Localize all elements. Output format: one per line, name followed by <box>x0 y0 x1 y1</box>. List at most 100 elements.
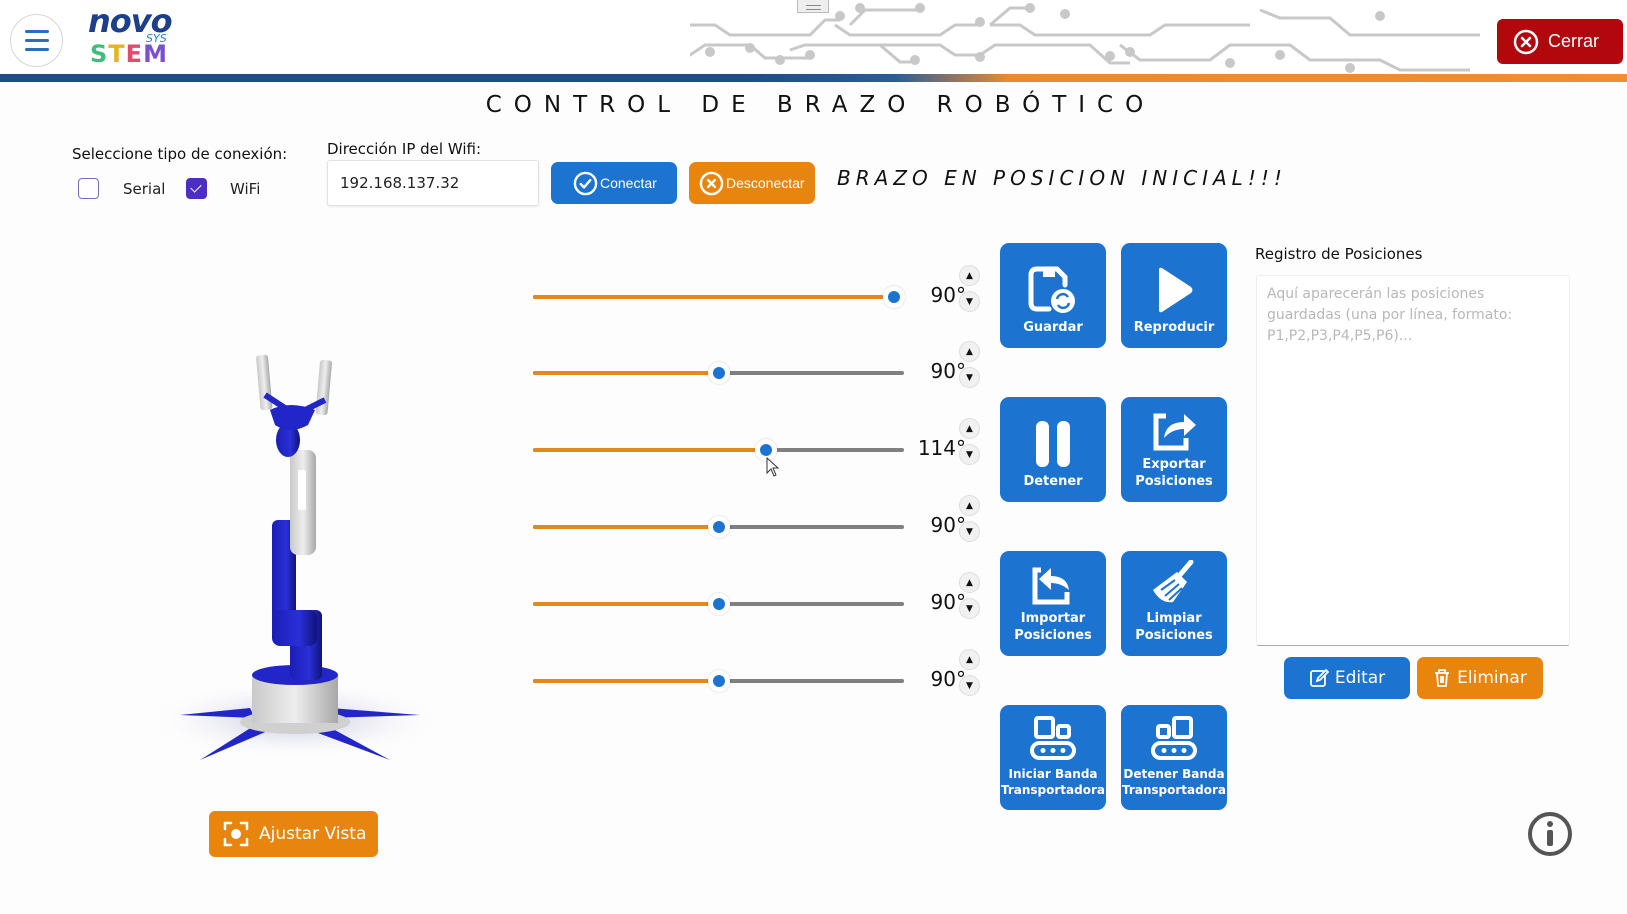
importar-label: Importar Posiciones <box>1014 611 1092 643</box>
ip-address-input[interactable] <box>327 160 539 206</box>
positions-log-textarea[interactable] <box>1256 275 1570 646</box>
iniciar-banda-button[interactable]: Iniciar Banda Transportadora <box>1000 705 1106 810</box>
detener-banda-button[interactable]: Detener Banda Transportadora <box>1121 705 1227 810</box>
serial-label: Serial <box>123 180 166 198</box>
wifi-label: WiFi <box>230 180 261 198</box>
slider-track[interactable] <box>533 439 904 461</box>
decrement-button[interactable]: ▼ <box>959 675 980 696</box>
header-color-bar <box>0 74 1627 82</box>
increment-button[interactable]: ▲ <box>959 418 980 439</box>
detener-label: Detener <box>1023 474 1083 489</box>
novosys-stem-logo: novo SYS STEM <box>88 2 178 68</box>
adjust-view-label: Ajustar Vista <box>259 824 367 844</box>
header: novo SYS STEM Cerrar <box>0 0 1627 83</box>
slider-thumb[interactable] <box>883 286 905 308</box>
slider-fill <box>533 525 719 529</box>
slider-thumb[interactable] <box>708 670 730 692</box>
iniciar-banda-label: Iniciar Banda Transportadora <box>1000 767 1105 797</box>
decrement-button[interactable]: ▼ <box>959 367 980 388</box>
conveyor-stop-icon <box>1151 716 1197 760</box>
focus-frame-icon <box>223 821 249 847</box>
servo-slider-6[interactable]: 90° ▲▼ <box>533 649 983 701</box>
delete-button[interactable]: Eliminar <box>1417 657 1543 699</box>
servo-slider-1[interactable]: 90° ▲▼ <box>533 265 983 317</box>
increment-button[interactable]: ▲ <box>959 649 980 670</box>
close-button[interactable]: Cerrar <box>1497 19 1623 64</box>
angle-stepper: ▲▼ <box>959 572 981 624</box>
serial-checkbox[interactable] <box>78 178 99 199</box>
reproducir-button[interactable]: Reproducir <box>1121 243 1227 348</box>
connection-type-label: Seleccione tipo de conexión: <box>72 145 288 163</box>
slider-thumb[interactable] <box>708 362 730 384</box>
logo-stem-text: STEM <box>90 40 168 68</box>
close-circle-icon <box>1513 29 1539 54</box>
slider-track[interactable] <box>533 286 905 308</box>
trash-icon <box>1435 669 1450 687</box>
slider-thumb[interactable] <box>708 593 730 615</box>
increment-button[interactable]: ▲ <box>959 341 980 362</box>
logo-novo-text: novo <box>88 2 173 40</box>
angle-stepper: ▲▼ <box>959 265 981 317</box>
wifi-checkbox[interactable] <box>186 178 207 199</box>
slider-track[interactable] <box>533 670 904 692</box>
decrement-button[interactable]: ▼ <box>959 291 980 312</box>
connect-button-label: Conectar <box>600 175 657 191</box>
edit-icon <box>1309 668 1329 687</box>
servo-slider-2[interactable]: 90° ▲▼ <box>533 341 983 393</box>
window-drag-handle[interactable] <box>797 0 829 13</box>
mouse-cursor <box>766 457 780 477</box>
import-icon <box>1032 567 1070 605</box>
guardar-button[interactable]: Guardar <box>1000 243 1106 348</box>
decrement-button[interactable]: ▼ <box>959 598 980 619</box>
hamburger-icon <box>24 48 49 51</box>
slider-track[interactable] <box>533 516 904 538</box>
limpiar-posiciones-button[interactable]: Limpiar Posiciones <box>1121 551 1227 656</box>
edit-button-label: Editar <box>1334 668 1386 688</box>
limpiar-label: Limpiar Posiciones <box>1135 611 1213 643</box>
menu-button[interactable] <box>10 14 63 67</box>
decrement-button[interactable]: ▼ <box>959 444 980 465</box>
slider-track[interactable] <box>533 593 904 615</box>
info-icon[interactable] <box>1526 810 1574 858</box>
detener-banda-label: Detener Banda Transportadora <box>1121 767 1226 797</box>
importar-posiciones-button[interactable]: Importar Posiciones <box>1000 551 1106 656</box>
angle-stepper: ▲▼ <box>959 341 981 393</box>
servo-slider-4[interactable]: 90° ▲▼ <box>533 495 983 547</box>
disconnect-button[interactable]: Desconectar <box>689 162 815 204</box>
delete-button-label: Eliminar <box>1457 668 1527 688</box>
adjust-view-button[interactable]: Ajustar Vista <box>209 811 378 857</box>
increment-button[interactable]: ▲ <box>959 572 980 593</box>
decrement-button[interactable]: ▼ <box>959 521 980 542</box>
registro-title: Registro de Posiciones <box>1255 245 1423 263</box>
ip-address-label: Dirección IP del Wifi: <box>327 140 481 158</box>
detener-button[interactable]: Detener <box>1000 397 1106 502</box>
page-title: CONTROL DE BRAZO ROBÓTICO <box>485 92 1156 118</box>
hamburger-icon <box>24 30 49 33</box>
angle-stepper: ▲▼ <box>959 418 981 470</box>
slider-thumb[interactable] <box>755 439 777 461</box>
reproducir-label: Reproducir <box>1133 320 1215 335</box>
check-circle-icon <box>573 171 598 195</box>
servo-slider-3[interactable]: 114° ▲▼ <box>533 418 983 470</box>
close-circle-icon <box>699 171 724 195</box>
edit-button[interactable]: Editar <box>1284 657 1410 699</box>
slider-fill <box>533 371 719 375</box>
conveyor-start-icon <box>1030 716 1076 760</box>
increment-button[interactable]: ▲ <box>959 265 980 286</box>
connect-button[interactable]: Conectar <box>551 162 677 204</box>
robot-arm-3d-viewer[interactable] <box>140 330 460 770</box>
exportar-label: Exportar Posiciones <box>1135 457 1213 489</box>
slider-track[interactable] <box>533 362 904 384</box>
exportar-posiciones-button[interactable]: Exportar Posiciones <box>1121 397 1227 502</box>
logo-sys-text: SYS <box>146 32 167 45</box>
broom-icon <box>1153 560 1194 603</box>
slider-thumb[interactable] <box>708 516 730 538</box>
slider-fill <box>533 679 719 683</box>
close-button-label: Cerrar <box>1548 31 1600 51</box>
disconnect-button-label: Desconectar <box>726 175 805 191</box>
servo-slider-5[interactable]: 90° ▲▼ <box>533 572 983 624</box>
circuit-decoration <box>690 3 1480 73</box>
angle-stepper: ▲▼ <box>959 495 981 547</box>
increment-button[interactable]: ▲ <box>959 495 980 516</box>
